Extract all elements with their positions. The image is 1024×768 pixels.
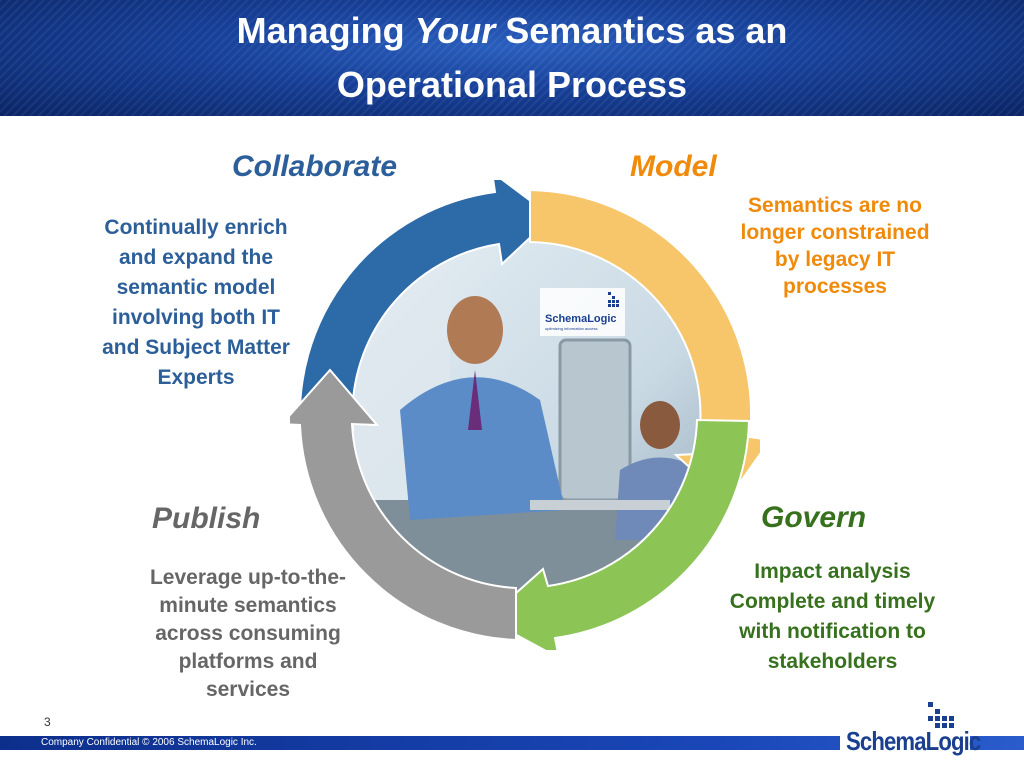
govern-description: Impact analysis Complete and timely with… [700,557,965,677]
title-text-start: Managing [236,10,415,51]
govern-line: stakeholders [767,650,898,673]
collaborate-heading: Collaborate [232,150,398,183]
logo-text: SchemaLogic [846,726,981,756]
govern-heading: Govern [761,501,867,534]
collaborate-line: and Subject Matter [102,336,290,359]
collaborate-line: semantic model [116,276,276,299]
publish-line: Leverage up-to-the- [149,566,346,589]
collaborate-line: Experts [157,366,235,389]
photo-schemalogic-sign: SchemaLogic optimizing information acces… [540,288,625,336]
publish-heading: Publish [152,502,261,535]
photo-logo-text: SchemaLogic [545,313,617,325]
title-emphasis: Your [414,10,496,51]
model-heading: Model [630,150,717,183]
govern-line: Complete and timely [729,590,936,613]
govern-arrow [485,418,751,650]
model-line: by legacy IT [774,248,896,271]
collaborate-line: Continually enrich [104,216,288,239]
publish-line: across consuming [155,622,341,645]
footer-text: Company Confidential © 2006 SchemaLogic … [41,737,257,748]
govern-line: with notification to [739,620,926,643]
photo-logo-tagline: optimizing information access [545,326,597,331]
model-description: Semantics are no longer constrained by l… [710,192,960,300]
govern-line: Impact analysis [754,560,911,583]
slide-number: 3 [44,715,51,729]
publish-line: minute semantics [159,594,337,617]
title-text-end: Semantics as an [495,10,788,51]
model-line: longer constrained [740,221,930,244]
collaborate-line: and expand the [118,246,274,269]
publish-line: platforms and [178,650,318,673]
title-line-1: Managing Your Semantics as an [0,4,1024,58]
collaborate-description: Continually enrich and expand the semant… [70,213,322,393]
collaborate-arrow [298,180,554,439]
header-banner [0,0,1024,116]
schemalogic-logo: SchemaLogic [840,700,981,760]
collaborate-line: involving both IT [112,306,280,329]
publish-line: services [205,678,291,701]
footer-bar: Company Confidential © 2006 SchemaLogic … [0,736,1024,750]
title-line-2: Operational Process [336,64,688,105]
slide-title: Managing Your Semantics as an Operationa… [0,4,1024,112]
model-line: Semantics are no [748,194,922,217]
publish-arrow [290,368,517,642]
model-line: processes [783,275,887,298]
publish-description: Leverage up-to-the- minute semantics acr… [118,564,378,704]
cycle-diagram: SchemaLogic optimizing information acces… [290,180,760,650]
logo-grid-icon [928,702,954,728]
